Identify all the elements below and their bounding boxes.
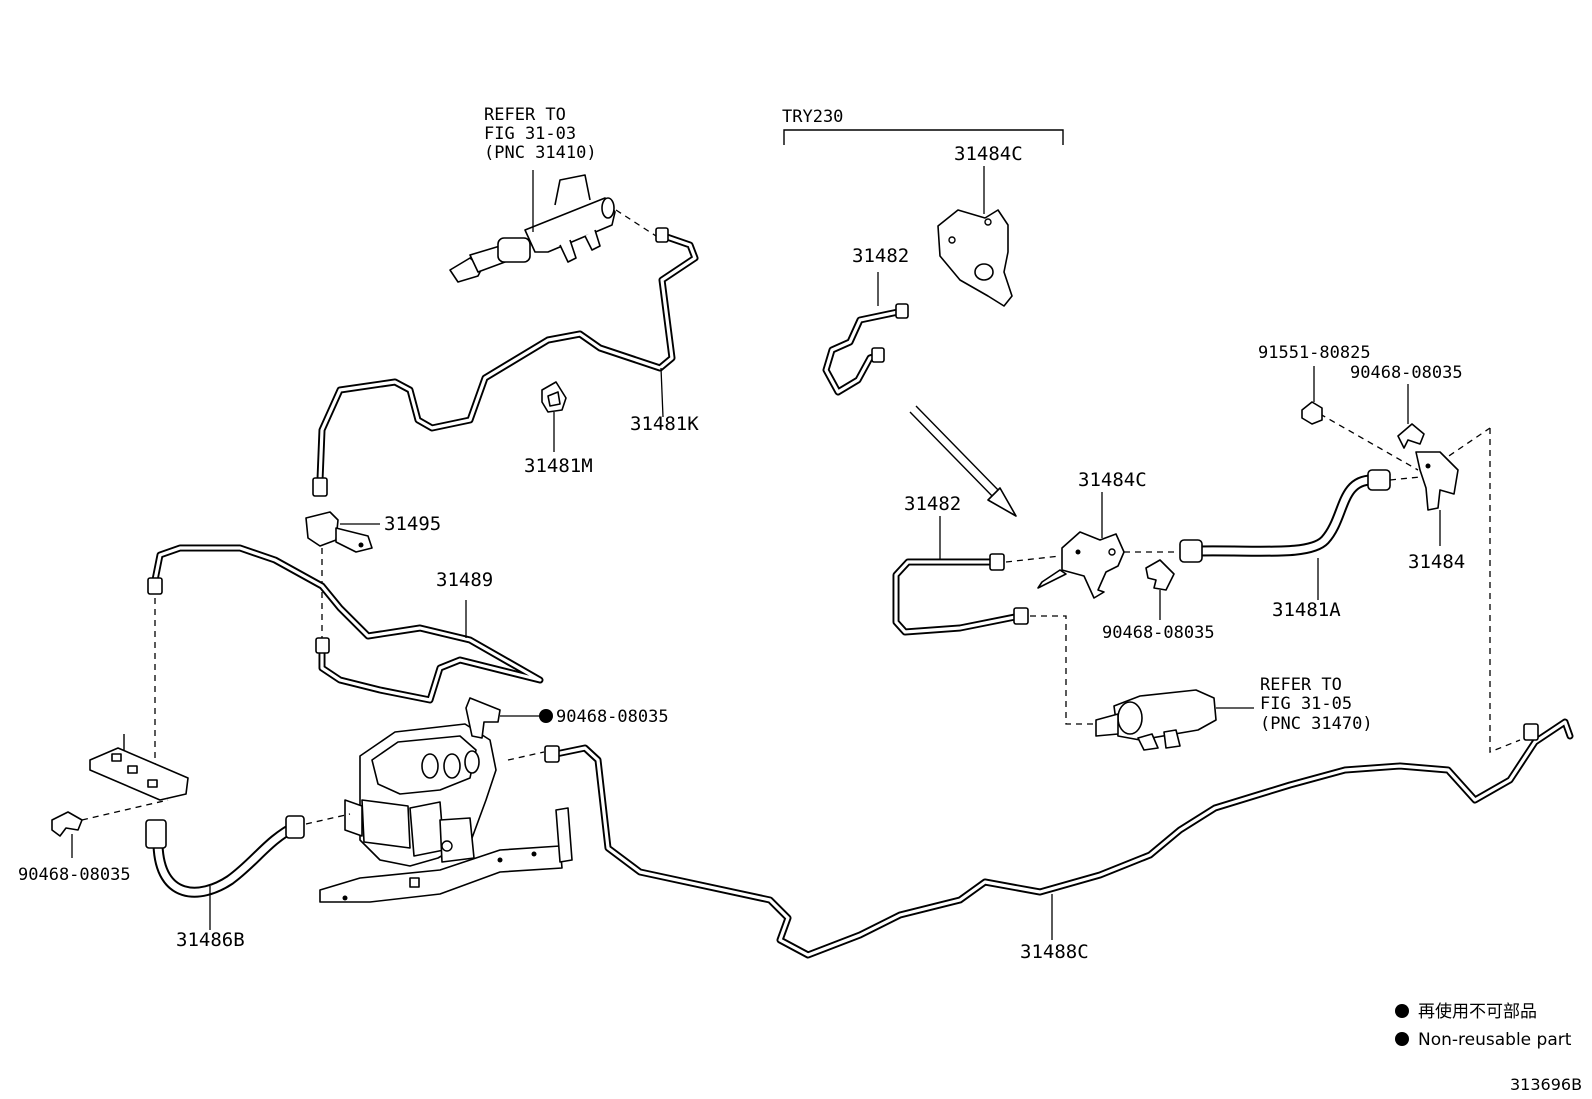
label-31488c: 31488C — [1020, 941, 1089, 963]
variant-bracket: TRY230 — [782, 107, 1064, 145]
label-90468-left: 90468-08035 — [18, 865, 131, 885]
legend-text-en: Non-reusable part — [1418, 1030, 1572, 1050]
label-31484c-top: 31484C — [954, 143, 1023, 165]
bolt-91551 — [1301, 366, 1323, 425]
ref-master-cylinder: REFER TO FIG 31-03 (PNC 31410) — [484, 105, 597, 163]
label-90468-mid: 90468-08035 — [1102, 623, 1215, 643]
bracket-31495 — [305, 511, 380, 553]
clip-90468-left — [51, 811, 83, 858]
clip-90468-right — [1397, 384, 1425, 449]
clip-31481m — [541, 381, 567, 452]
figure-number: 313696B — [1510, 1075, 1582, 1094]
svg-text:REFER TO: REFER TO — [1260, 675, 1342, 695]
legend-circle-icon — [1395, 1004, 1409, 1018]
ref-release-cylinder: REFER TO FIG 31-05 (PNC 31470) — [1260, 675, 1373, 734]
pipe-31482-mid — [892, 516, 1029, 636]
svg-text:(PNC 31470): (PNC 31470) — [1260, 714, 1373, 734]
svg-text:FIG 31-05: FIG 31-05 — [1260, 694, 1352, 714]
label-31484c-mid: 31484C — [1078, 469, 1147, 491]
legend: 再使用不可部品 Non-reusable part — [1395, 1001, 1572, 1050]
pipe-31489 — [147, 544, 544, 704]
bracket-lower-left — [89, 734, 189, 801]
view-arrow — [909, 405, 1017, 517]
svg-text:REFER TO: REFER TO — [484, 105, 566, 125]
bracket-31484c-top — [937, 166, 1013, 307]
release-cylinder-drawing — [1095, 689, 1254, 751]
hose-31486b — [145, 815, 305, 930]
svg-text:(PNC 31410): (PNC 31410) — [484, 143, 597, 163]
label-31482-mid: 31482 — [904, 493, 961, 515]
pipe-31488c — [544, 718, 1574, 959]
svg-text:FIG 31-03: FIG 31-03 — [484, 124, 576, 144]
clip-90468-center — [465, 697, 553, 739]
actuator-assembly — [319, 723, 573, 903]
label-31482-top: 31482 — [852, 245, 909, 267]
pipe-31482-top — [822, 272, 909, 396]
bracket-31484c-mid — [1037, 492, 1125, 599]
label-31489: 31489 — [436, 569, 493, 591]
label-31481a: 31481A — [1272, 599, 1341, 621]
legend-text-ja: 再使用不可部品 — [1418, 1001, 1537, 1022]
label-90468-center: 90468-08035 — [556, 707, 669, 727]
label-31481m: 31481M — [524, 455, 593, 477]
label-90468-right: 90468-08035 — [1350, 363, 1463, 383]
variant-label: TRY230 — [782, 107, 843, 127]
legend-circle-icon — [1395, 1032, 1409, 1046]
label-31484: 31484 — [1408, 551, 1465, 573]
pipe-31481k — [312, 227, 699, 497]
clip-90468-mid — [1145, 559, 1175, 620]
master-cylinder-drawing — [449, 170, 616, 283]
hose-31481a — [1179, 469, 1391, 600]
label-31486b: 31486B — [176, 929, 245, 951]
label-91551: 91551-80825 — [1258, 343, 1371, 363]
label-31495: 31495 — [384, 513, 441, 535]
bracket-31484 — [1415, 451, 1459, 546]
part-labels: 31484C 31482 31481K 31481M 31495 31489 9… — [18, 143, 1465, 963]
label-31481k: 31481K — [630, 413, 699, 435]
